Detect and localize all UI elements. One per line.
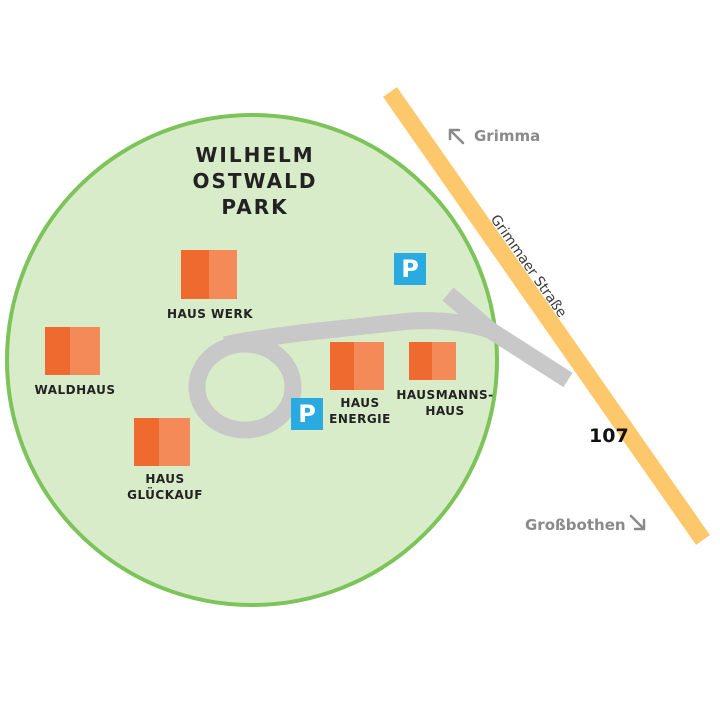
building-haus-werk[interactable] (181, 250, 237, 299)
building-hausmannshaus[interactable] (409, 342, 456, 380)
park-title: WILHELM OSTWALD PARK (192, 143, 318, 219)
label-haus-energie: HAUS ENERGIE (329, 396, 391, 426)
label-haus-gluckauf: HAUS GLÜCKAUF (127, 472, 203, 502)
arrow-down-right-icon (629, 514, 646, 531)
parking-north-sign[interactable]: P (394, 253, 426, 285)
building-waldhaus[interactable] (45, 327, 100, 375)
label-hausmannshaus: HAUSMANNS- HAUS (396, 388, 494, 418)
parking-center-sign[interactable]: P (291, 398, 323, 430)
destination-grimma: Grimma (474, 127, 541, 145)
road-number-label: 107 (589, 425, 629, 447)
driveway (188, 287, 573, 439)
park-area (5, 113, 499, 607)
label-haus-werk: HAUS WERK (167, 307, 253, 321)
main-road-107[interactable] (383, 87, 710, 545)
arrow-up-left-icon (448, 128, 465, 145)
label-waldhaus: WALDHAUS (34, 383, 116, 397)
building-haus-energie[interactable] (330, 342, 384, 390)
building-haus-gluckauf[interactable] (134, 418, 190, 466)
destination-grossbothen: Großbothen (525, 516, 626, 534)
